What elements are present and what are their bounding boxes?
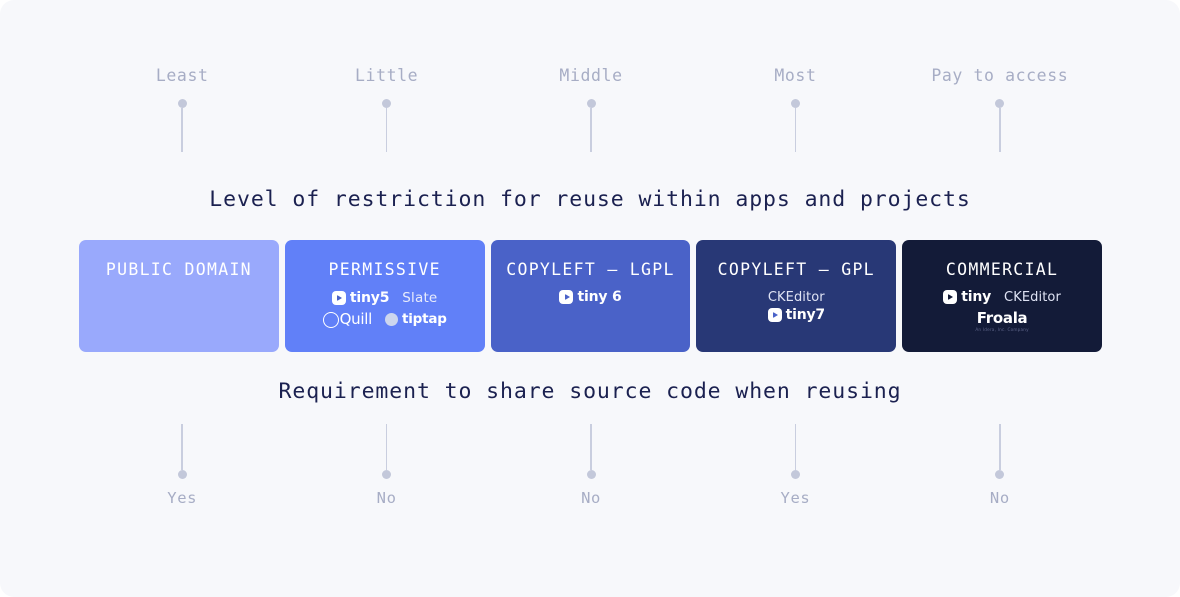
tiny-mark-icon [559, 289, 574, 304]
logo-label: tiny 6 [577, 288, 622, 305]
logo-stack: tiny CKEditor Froala An Idera, Inc. Comp… [902, 290, 1102, 332]
tiptap-circle-icon [384, 313, 398, 326]
logo-row: tiny CKEditor [943, 290, 1061, 305]
pin-up-icon [382, 424, 392, 479]
pin-up-icon [586, 424, 596, 479]
logo-row: tiny 6 [559, 288, 622, 305]
segment-public-domain[interactable]: PUBLIC DOMAIN [79, 240, 279, 352]
logo-label: tiptap [401, 310, 447, 327]
tiny-mark-icon [331, 290, 346, 305]
bottom-scale-label: No [376, 489, 397, 507]
tiny-mark-icon [767, 307, 782, 322]
quill-circle-icon [322, 311, 339, 328]
pin-dot-icon [790, 470, 800, 479]
pin-up-icon [995, 424, 1005, 479]
bottom-scale-item: No [898, 424, 1102, 524]
bottom-scale-label: Yes [167, 489, 198, 507]
license-spectrum-bar: PUBLIC DOMAIN PERMISSIVE tiny5 Slate Qui… [79, 240, 1102, 352]
logo-row: Quill tiptap [322, 310, 447, 328]
logo-column: CKEditor tiny7 [767, 289, 826, 323]
bottom-scale-item: No [284, 424, 488, 524]
segment-title: PERMISSIVE [328, 260, 441, 279]
bottom-scale-item: Yes [80, 424, 284, 524]
top-scale-label: Least [155, 66, 209, 85]
top-scale-item: Most [693, 66, 897, 168]
pin-line-icon [590, 424, 592, 470]
pin-dot-icon [177, 98, 187, 108]
segment-title: COPYLEFT — GPL [717, 260, 875, 279]
logo-quill: Quill [322, 310, 373, 328]
bottom-scale-label: No [989, 489, 1010, 507]
pin-up-icon [177, 424, 187, 479]
top-scale-label: Middle [559, 66, 623, 85]
logo-label: tiny5 [349, 289, 390, 306]
logo-tiptap: tiptap [384, 310, 447, 327]
top-scale-item: Least [80, 66, 284, 168]
logo-tiny7: tiny7 [767, 306, 826, 323]
pin-line-icon [999, 424, 1001, 470]
logo-row: Froala An Idera, Inc. Company [975, 308, 1029, 332]
top-scale-item: Little [284, 66, 488, 168]
logo-row: tiny5 Slate [331, 289, 438, 306]
logo-label: tiny7 [785, 306, 826, 323]
top-scale-label: Most [774, 66, 817, 85]
top-scale-item: Middle [489, 66, 693, 168]
bottom-scale-label: No [581, 489, 601, 507]
pin-down-icon [177, 98, 187, 152]
logo-stack: CKEditor tiny7 [696, 290, 896, 322]
logo-ckeditor: CKEditor [767, 289, 825, 305]
pin-line-icon [385, 107, 388, 152]
logo-slate: Slate [402, 289, 438, 306]
pin-down-icon [382, 98, 392, 152]
pin-down-icon [995, 98, 1005, 152]
tiny-mark-icon [943, 290, 958, 304]
pin-line-icon [385, 424, 388, 470]
pin-dot-icon [586, 470, 596, 479]
logo-stack: tiny 6 [491, 288, 691, 305]
pin-dot-icon [995, 470, 1005, 479]
top-scale-label: Little [355, 66, 419, 85]
bottom-scale: Yes No No Yes [80, 424, 1102, 524]
segment-copyleft-gpl[interactable]: COPYLEFT — GPL CKEditor tiny7 [696, 240, 897, 352]
logo-ckeditor: CKEditor [1004, 289, 1061, 305]
pin-down-icon [790, 98, 800, 152]
bottom-scale-label: Yes [780, 489, 811, 507]
pin-dot-icon [790, 98, 800, 108]
segment-permissive[interactable]: PERMISSIVE tiny5 Slate Quill [284, 240, 485, 352]
pin-dot-icon [995, 98, 1005, 108]
pin-dot-icon [382, 470, 392, 479]
segment-title: COMMERCIAL [945, 260, 1059, 279]
pin-dot-icon [586, 98, 596, 108]
bottom-heading: Requirement to share source code when re… [278, 379, 902, 404]
segment-commercial[interactable]: COMMERCIAL tiny CKEditor Froala An Idera… [902, 240, 1102, 352]
segment-title: PUBLIC DOMAIN [105, 260, 252, 279]
logo-label: Quill [339, 310, 373, 328]
logo-tagline: An Idera, Inc. Company [975, 326, 1029, 332]
pin-dot-icon [382, 98, 392, 108]
top-scale-item: Pay to access [898, 66, 1102, 168]
segment-copyleft-lgpl[interactable]: COPYLEFT — LGPL tiny 6 [490, 240, 691, 352]
top-heading: Level of restriction for reuse within ap… [209, 187, 971, 212]
pin-line-icon [999, 107, 1001, 152]
pin-line-icon [181, 424, 183, 470]
logo-tiny6: tiny 6 [559, 288, 622, 305]
bottom-scale-item: No [489, 424, 693, 524]
logo-stack: tiny5 Slate Quill tiptap [285, 290, 485, 328]
segment-title: COPYLEFT — LGPL [506, 260, 675, 279]
pin-up-icon [790, 424, 800, 479]
logo-froala: Froala An Idera, Inc. Company [975, 308, 1029, 332]
top-scale-label: Pay to access [931, 66, 1069, 85]
bottom-scale-item: Yes [693, 424, 897, 524]
pin-line-icon [590, 107, 592, 152]
top-scale: Least Little Middle Most [80, 66, 1102, 168]
pin-down-icon [586, 98, 596, 152]
logo-label: Froala [976, 308, 1028, 327]
pin-dot-icon [177, 470, 187, 479]
pin-line-icon [181, 107, 183, 152]
pin-line-icon [794, 107, 797, 152]
pin-line-icon [794, 424, 797, 470]
logo-tiny: tiny [943, 290, 991, 304]
logo-tiny5: tiny5 [331, 289, 390, 306]
logo-label: tiny [961, 289, 992, 305]
